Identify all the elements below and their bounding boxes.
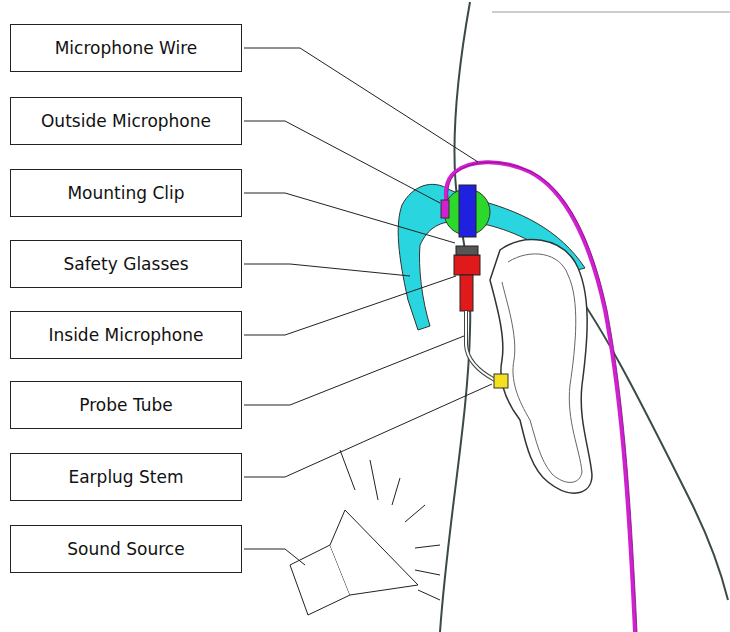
part-name: Mounting Clip: [59, 183, 192, 203]
part-name: Sound Source: [59, 539, 192, 559]
leader-lines: [244, 48, 492, 565]
outside-microphone: [459, 185, 476, 237]
part-name: Outside Microphone: [33, 111, 219, 131]
part-name: Earplug Stem: [60, 467, 191, 487]
ear-inner: [502, 254, 582, 483]
label-box: Sound Source: [10, 525, 242, 573]
earplug-stem: [494, 374, 508, 388]
label-box: Outside Microphone: [10, 97, 242, 145]
label-box: Inside Microphone: [10, 311, 242, 359]
microphone-wire-edge: [448, 162, 637, 632]
inside-mic-body: [460, 275, 473, 311]
microphone-wire: [446, 162, 635, 632]
part-name: Safety Glasses: [55, 254, 196, 274]
probe-tube: [466, 311, 495, 380]
sound-source: [290, 450, 440, 615]
label-box: Mounting Clip: [10, 169, 242, 217]
mic-joint: [456, 246, 478, 255]
ear-outline: [490, 240, 592, 494]
label-box: Microphone Wire: [10, 24, 242, 72]
part-name: Inside Microphone: [41, 325, 212, 345]
inside-microphone: [454, 255, 480, 275]
label-box: Probe Tube: [10, 381, 242, 429]
part-name: Probe Tube: [71, 395, 180, 415]
label-box: Safety Glasses: [10, 240, 242, 288]
probe-tube-inner: [466, 311, 495, 380]
hair-line: [492, 12, 730, 13]
label-box: Earplug Stem: [10, 453, 242, 501]
outside-mic-plug: [441, 200, 449, 218]
part-name: Microphone Wire: [47, 38, 206, 58]
